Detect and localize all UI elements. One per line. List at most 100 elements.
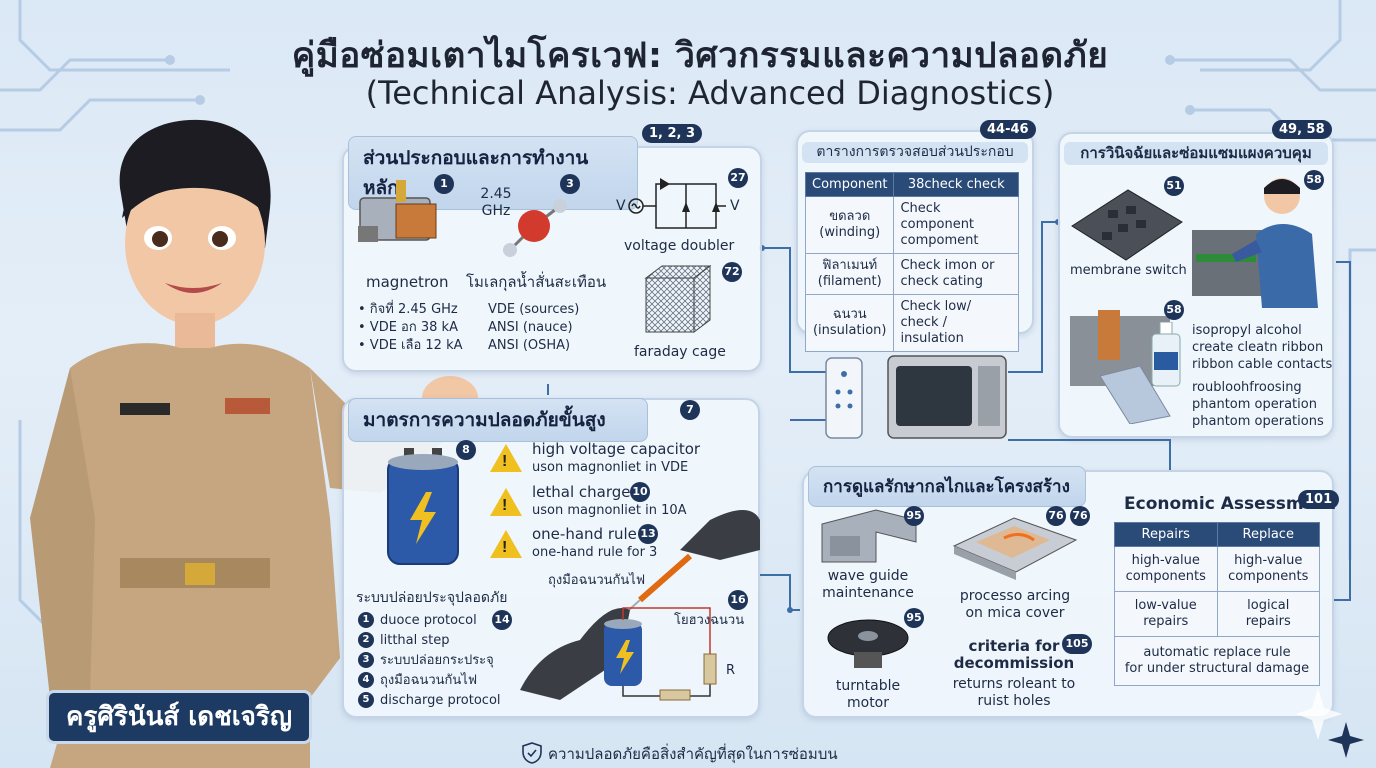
discharge-number: 14 [492,610,512,630]
page-title: คู่มือซ่อมเตาไมโครเวฟ: วิศวกรรมและความปล… [291,36,1109,76]
inspection-cell: Check component compoment [893,196,1019,254]
magnetron-spec-3: • VDE เลือ 12 kA [358,338,463,353]
waveguide-number: 95 [904,506,924,526]
criteria-title: criteria for decommission [953,637,1075,672]
waveguide-label: wave guide maintenance [822,568,914,601]
mica-cover-icon [952,517,1078,580]
microwave-icon [825,355,1007,439]
mica-number-1: 76 [1046,506,1066,526]
mica-label: processo arcing on mica cover [959,588,1071,621]
step-number: 3 [358,652,374,668]
control-ref-badge: 49, 58 [1272,120,1332,139]
warning-icon [490,488,522,516]
inspection-col-1: Component [804,172,895,197]
safety-heading: มาตรการความปลอดภัยขั้นสูง [348,398,648,442]
control-heading: การวินิจฉัยและซ่อมแซมแผงควบคุม [1064,142,1328,165]
ribbon-line-4: roubloohfroosing [1192,380,1302,395]
resistor-r: R [726,663,736,678]
molecule-spec-1: VDE (sources) [488,302,580,317]
shield-check-icon [522,742,542,764]
discharge-step: ถุงมือฉนวนกันไฟ [380,673,478,688]
waveguide-icon [821,509,917,563]
molecule-spec-2: ANSI (nauce) [488,320,573,335]
magnetron-spec-1: • กิจที่ 2.45 GHz [358,302,458,317]
faraday-label: faraday cage [634,344,726,360]
table-row: ฟิลาเมนท์ (filament) Check imon or check… [804,253,1019,295]
sparkle-icon [1296,688,1364,758]
table-row: high-value components high-value compone… [1114,546,1320,592]
components-heading: ส่วนประกอบและการทำงานหลัก [348,136,638,210]
molecule-number: 3 [560,174,580,194]
economic-cell: logical repairs [1216,591,1320,637]
glove-label: ถุงมือฉนวนกันไฟ [548,573,646,588]
discharge-heading: ระบบปล่อยประจุปลอดภัย [356,590,508,606]
ribbon-line-3: ribbon cable contacts [1192,357,1333,372]
criteria-sub: returns roleant to ruist holes [952,676,1076,709]
water-molecule-icon [503,199,567,257]
molecule-label: โมเลกุลน้ำสั่นสะเทือน [466,273,607,291]
warning-1-title: high voltage capacitor [532,440,701,458]
economic-ref-badge: 101 [1298,490,1340,509]
capacitor-number: 8 [456,440,476,460]
doubler-v-left: V [616,198,626,214]
warning-icon [490,530,522,558]
ribbon-line-5: phantom operation [1192,397,1317,412]
warning-icon [490,444,522,472]
maintenance-heading: การดูแลรักษากลไกและโครงสร้าง [808,466,1086,507]
step-number: 1 [358,612,374,628]
warning-3-number: 13 [638,524,658,544]
doubler-number: 27 [728,168,748,188]
inspection-ref-badge: 44-46 [980,120,1036,139]
warning-3-sub: one-hand rule for 3 [532,545,658,560]
doubler-v-right: V [730,198,740,214]
page-subtitle: (Technical Analysis: Advanced Diagnostic… [365,74,1055,112]
table-row: ฉนวน (insulation) Check low/ check / ins… [804,294,1019,352]
inspection-cell: ฉนวน (insulation) [804,294,895,352]
magnetron-label: magnetron [366,273,449,291]
ribbon-number: 58 [1164,300,1184,320]
turntable-icon [827,619,909,668]
components-ref-badge: 1, 2, 3 [642,124,703,143]
presenter-name-card: ครูศิรินันส์ เดชเจริญ [46,690,312,744]
safety-ref-badge: 7 [680,400,700,420]
molecule-spec-3: ANSI (OSHA) [488,338,571,353]
warning-2-sub: uson magnonliet in 10A [532,503,687,518]
magnetron-spec-2: • VDE อก 38 kA [358,320,458,335]
ribbon-line-1: isopropyl alcohol [1192,323,1302,338]
economic-col-replace: Replace [1216,522,1320,547]
discharge-step: duoce protocol [380,613,477,628]
discharge-step: discharge protocol [380,693,501,708]
economic-col-repairs: Repairs [1114,522,1218,547]
doubler-label: voltage doubler [624,238,735,254]
inspection-col-2: 38check check [893,172,1019,197]
warning-2-title: lethal charge [532,483,631,501]
inspection-cell: Check imon or check cating [893,253,1019,295]
resistor-number: 16 [728,590,748,610]
table-row: automatic replace rule for under structu… [1114,636,1320,686]
magnetron-icon [358,180,437,242]
technician-icon [1192,178,1318,308]
inspection-heading: ตารางการตรวจสอบส่วนประกอบ [802,142,1028,163]
turntable-number: 95 [904,608,924,628]
economic-cell: low-value repairs [1114,591,1218,637]
economic-cell: high-value components [1216,546,1320,592]
capacitor-icon [387,448,459,565]
step-number: 2 [358,632,374,648]
warning-2-number: 10 [630,482,650,502]
ribbon-line-6: phantom operations [1192,414,1324,429]
economic-footer: automatic replace rule for under structu… [1114,636,1320,686]
inspection-cell: ฟิลาเมนท์ (filament) [804,253,895,295]
discharge-step: ระบบปล่อยกระประจุ [380,653,494,668]
criteria-number: 105 [1062,634,1092,654]
technician-number: 58 [1304,170,1324,190]
mica-number-2: 76 [1070,506,1090,526]
discharge-illustration [520,510,760,701]
inspection-table: Component 38check check ขดลวด (winding) … [804,172,1019,352]
table-row: ขดลวด (winding) Check component compomen… [804,196,1019,254]
inspection-cell: Check low/ check / insulation [893,294,1019,352]
faraday-number: 72 [722,262,742,282]
inspection-cell: ขดลวด (winding) [804,196,895,254]
table-row: low-value repairs logical repairs [1114,591,1320,637]
resistor-label: โยฮวงฉนวน [674,613,745,628]
membrane-label: membrane switch [1070,263,1187,278]
